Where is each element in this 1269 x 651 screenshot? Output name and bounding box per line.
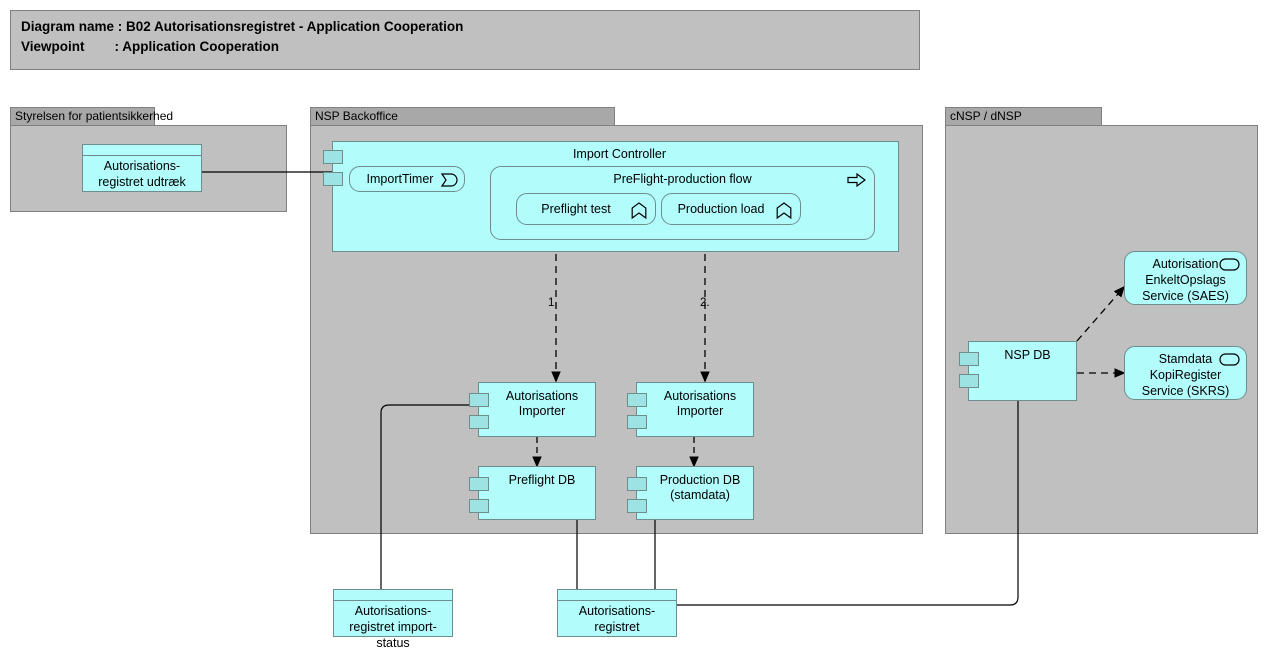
component-tab-lower	[323, 172, 343, 186]
service-oval-icon	[1219, 258, 1240, 271]
component-tab-upper	[627, 477, 647, 491]
data-object-import-status[interactable]: Autorisations- registret import- status	[333, 589, 453, 650]
component-production-db[interactable]: Production DB (stamdata)	[627, 466, 754, 520]
component-label: Autorisations Importer	[505, 389, 579, 418]
group-label-nsp-backoffice: NSP Backoffice	[315, 109, 398, 123]
diagram-title-box: Diagram name : B02 Autorisationsregistre…	[10, 10, 920, 70]
connection-label-1: 1.	[548, 297, 558, 309]
data-object-header-bar	[558, 590, 676, 601]
data-object-header-bar	[83, 145, 201, 156]
data-object-header-bar	[334, 590, 452, 601]
component-label: Preflight DB	[508, 473, 576, 487]
group-label-styrelsen: Styrelsen for patientsikkerhed	[15, 109, 174, 123]
component-label: NSP DB	[1004, 348, 1051, 362]
function-icon	[776, 202, 792, 219]
component-autorisations-importer-preflight[interactable]: Autorisations Importer	[469, 382, 596, 437]
service-oval-icon	[1219, 353, 1240, 366]
component-label: Import Controller	[572, 147, 667, 161]
group-tab	[945, 107, 1102, 125]
event-icon	[441, 173, 458, 187]
application-process-preflight-production-flow[interactable]: PreFlight-production flow Preflight test…	[490, 166, 875, 240]
component-tab-lower	[469, 415, 489, 429]
application-event-import-timer[interactable]: ImportTimer	[349, 166, 465, 192]
component-tab-upper	[959, 352, 979, 366]
component-tab-upper	[469, 477, 489, 491]
group-cnsp-dnsp[interactable]: cNSP / dNSP	[945, 107, 1258, 534]
component-tab-upper	[627, 393, 647, 407]
data-object-label: Autorisations- registret udtræk	[98, 159, 186, 189]
data-object-label: Autorisations- registret	[578, 604, 656, 634]
application-service-saes[interactable]: Autorisation EnkeltOpslags Service (SAES…	[1124, 251, 1247, 305]
data-object-label: Autorisations- registret import- status	[349, 604, 437, 650]
component-tab-lower	[959, 374, 979, 388]
component-nsp-db[interactable]: NSP DB	[959, 341, 1077, 401]
group-body	[945, 125, 1258, 534]
component-label: Production DB (stamdata)	[659, 473, 741, 502]
group-tab	[310, 107, 615, 125]
viewpoint-line: Viewpoint : Application Cooperation	[21, 39, 280, 54]
component-label: Autorisations Importer	[663, 389, 737, 418]
event-label: ImportTimer	[366, 172, 434, 186]
application-service-skrs[interactable]: Stamdata KopiRegister Service (SKRS)	[1124, 346, 1247, 400]
process-label: PreFlight-production flow	[613, 172, 752, 186]
component-preflight-db[interactable]: Preflight DB	[469, 466, 596, 520]
group-label-cnsp-dnsp: cNSP / dNSP	[950, 109, 1022, 123]
data-object-autorisationsregistret-udtraek[interactable]: Autorisations- registret udtræk	[82, 144, 202, 192]
function-icon	[631, 202, 647, 219]
component-tab-upper	[469, 393, 489, 407]
function-label: Preflight test	[541, 202, 611, 216]
process-arrow-icon	[847, 173, 866, 187]
function-label: Production load	[677, 202, 765, 216]
data-object-autorisationsregistret[interactable]: Autorisations- registret	[557, 589, 677, 637]
service-label: Autorisation EnkeltOpslags Service (SAES…	[1142, 257, 1229, 303]
diagram-name-line: Diagram name : B02 Autorisationsregistre…	[21, 19, 464, 34]
connection-label-2: 2.	[700, 297, 710, 309]
group-tab	[10, 107, 155, 125]
component-tab-lower	[627, 499, 647, 513]
component-tab-upper	[323, 150, 343, 164]
component-tab-lower	[469, 499, 489, 513]
component-tab-lower	[627, 415, 647, 429]
application-function-production-load[interactable]: Production load	[661, 193, 801, 225]
service-label: Stamdata KopiRegister Service (SKRS)	[1141, 352, 1230, 398]
application-function-preflight-test[interactable]: Preflight test	[516, 193, 656, 225]
component-autorisations-importer-production[interactable]: Autorisations Importer	[627, 382, 754, 437]
